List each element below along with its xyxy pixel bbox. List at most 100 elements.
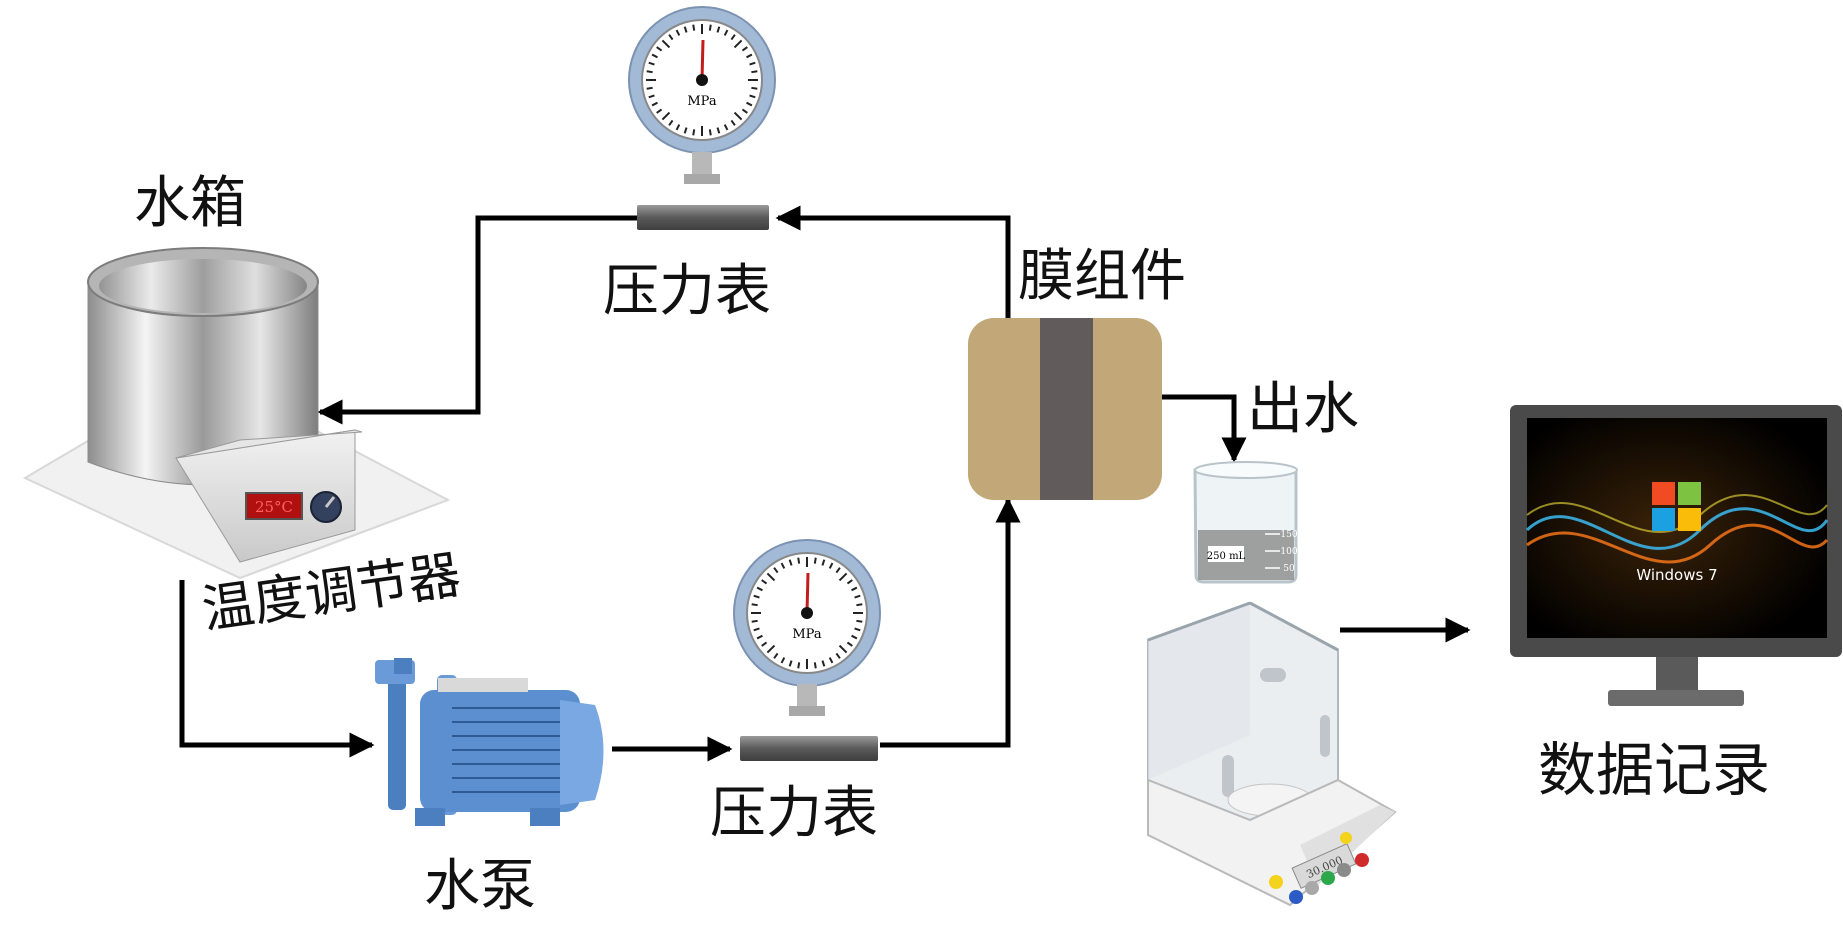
gauge-tick <box>675 124 681 131</box>
gauge-tick <box>646 86 653 90</box>
beaker: 250 mL 150 100 50 <box>1193 461 1298 584</box>
gauge-tick <box>751 70 758 74</box>
gauge-tick <box>733 39 743 49</box>
membrane-module <box>968 318 1162 500</box>
gauge-tick <box>780 657 786 664</box>
gauge-tick <box>741 46 748 52</box>
gauge-tick <box>813 557 817 564</box>
gauge-tick <box>851 634 858 640</box>
gauge-bottom-unit: MPa <box>792 627 821 642</box>
gauge-tick <box>708 129 712 136</box>
gauge-tick <box>761 641 768 647</box>
gauge-bottom-needle <box>805 572 810 614</box>
gauge-tick <box>656 46 663 52</box>
gauge-tick <box>751 86 758 90</box>
gauge-tick <box>838 644 848 654</box>
gauge-tick <box>854 627 861 632</box>
gauge-tick <box>656 108 663 114</box>
gauge-tick <box>751 619 758 623</box>
gauge-tick <box>835 652 841 659</box>
analytical-balance: 30.000 <box>1147 601 1397 907</box>
gauge-tick <box>846 641 853 647</box>
gauge-tick <box>661 39 671 49</box>
gauge-tick <box>766 644 776 654</box>
label-pressure-gauge-top: 压力表 <box>603 259 771 324</box>
gauge-tick <box>733 111 743 121</box>
flow-lines <box>179 205 1471 762</box>
gauge-bottom-pipe <box>740 736 878 761</box>
windows-logo-icon <box>1652 482 1701 531</box>
gauge-tick <box>788 660 793 667</box>
gauge-tick <box>766 572 776 582</box>
gauge-tick <box>716 127 721 134</box>
pressure-gauge-bottom: MPa <box>733 539 881 761</box>
beaker-mark-2: 100 <box>1280 547 1297 557</box>
gauge-top-unit: MPa <box>687 94 716 109</box>
gauge-tick <box>661 111 671 121</box>
monitor: Windows 7 <box>1510 405 1842 706</box>
gauge-tick <box>675 29 681 36</box>
gauge-tick <box>821 559 826 566</box>
gauge-tick <box>692 129 696 136</box>
gauge-tick <box>749 94 756 99</box>
temperature-controller: 25°C <box>175 429 363 563</box>
gauge-tick <box>797 662 801 669</box>
gauge-tick <box>651 101 658 107</box>
monitor-screen <box>1527 418 1827 638</box>
gauge-tick <box>756 586 763 592</box>
line-top-gauge-to-tank <box>317 215 638 425</box>
line-bottom-gauge-to-membrane <box>880 497 1021 748</box>
gauge-tick <box>838 572 848 582</box>
label-data-record: 数据记录 <box>1538 736 1770 804</box>
gauge-tick <box>651 53 658 59</box>
beaker-mark-1: 150 <box>1280 530 1297 540</box>
gauge-tick <box>648 94 655 99</box>
gauge-tick <box>692 24 696 31</box>
gauge-tick <box>828 562 834 569</box>
gauge-tick <box>851 586 858 592</box>
gauge-tick <box>741 108 748 114</box>
gauge-tick <box>723 124 729 131</box>
gauge-tick <box>730 34 736 41</box>
gauge-top-pipe <box>637 205 769 230</box>
pressure-gauge-top: MPa <box>628 6 776 230</box>
water-tank <box>22 247 451 580</box>
gauge-tick <box>854 594 861 599</box>
gauge-tick <box>828 657 834 664</box>
gauge-tick <box>797 557 801 564</box>
gauge-tick <box>856 619 863 623</box>
gauge-tick <box>751 603 758 607</box>
gauge-tick <box>708 24 712 31</box>
gauge-tick <box>646 70 653 74</box>
gauge-tick <box>753 594 760 599</box>
label-water-tank: 水箱 <box>134 171 246 236</box>
beaker-volume: 250 mL <box>1207 551 1246 562</box>
gauge-tick <box>756 634 763 640</box>
gauge-tick <box>683 26 688 33</box>
gauge-tick <box>730 119 736 126</box>
gauge-tick <box>773 652 779 659</box>
gauge-tick <box>835 567 841 574</box>
label-pressure-gauge-bottom: 压力表 <box>710 781 878 846</box>
gauge-tick <box>788 559 793 566</box>
label-outflow: 出水 <box>1247 377 1359 442</box>
monitor-os-label: Windows 7 <box>1636 566 1717 584</box>
gauge-tick <box>773 567 779 574</box>
gauge-tick <box>746 101 753 107</box>
line-membrane-to-outflow <box>1162 394 1247 463</box>
gauge-tick <box>746 53 753 59</box>
gauge-tick <box>821 660 826 667</box>
gauge-tick <box>846 579 853 585</box>
gauge-tick <box>753 627 760 632</box>
gauge-tick <box>668 119 674 126</box>
gauge-tick <box>856 603 863 607</box>
gauge-tick <box>749 61 756 66</box>
line-membrane-to-top-gauge <box>775 205 1011 327</box>
beaker-mark-3: 50 <box>1283 564 1295 574</box>
gauge-tick <box>716 26 721 33</box>
label-water-pump: 水泵 <box>424 854 536 919</box>
gauge-tick <box>668 34 674 41</box>
gauge-top-needle <box>700 39 705 81</box>
controller-display-text: 25°C <box>255 498 293 516</box>
